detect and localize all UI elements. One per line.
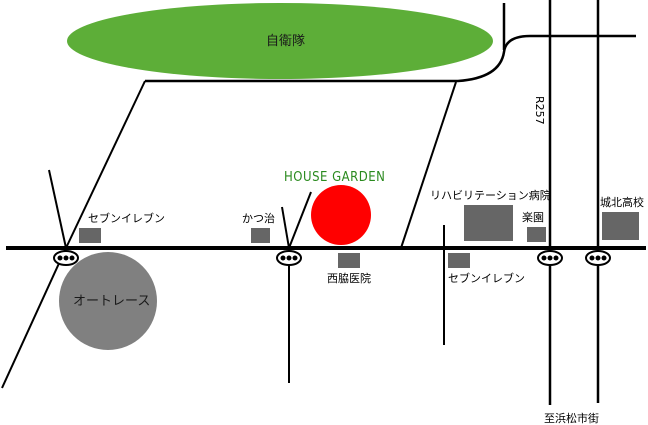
signal-lamp <box>601 255 607 261</box>
road-katsuji-north <box>281 206 290 249</box>
traffic-signal-icon <box>53 250 79 266</box>
signal-lamp <box>280 255 286 261</box>
signal-lamp <box>286 255 292 261</box>
road-r257-label: R257 <box>533 96 546 125</box>
road-diagonal-east <box>400 81 457 249</box>
seven-eleven-east-label: セブンイレブン <box>448 272 525 285</box>
direction-label: 至浜松市街 <box>544 412 599 425</box>
johoku-high-label: 城北高校 <box>600 196 644 209</box>
building-rakuen <box>527 227 546 242</box>
house-garden-title[interactable]: HOUSE GARDEN <box>284 170 386 185</box>
signal-lamp <box>57 255 63 261</box>
signal-lamp <box>69 255 75 261</box>
building-rehab-hospital <box>464 205 513 241</box>
katsuji-label: かつ治 <box>242 212 275 225</box>
signal-lamp <box>595 255 601 261</box>
signal-lamp <box>547 255 553 261</box>
rehab-hospital-label: リハビリテーション病院 <box>430 189 551 202</box>
rakuen-label: 楽園 <box>522 211 544 224</box>
nishiwaki-clinic-label: 西脇医院 <box>327 272 371 285</box>
race-track-area <box>59 252 157 350</box>
signal-lamp <box>553 255 559 261</box>
building-johoku-high <box>602 212 639 240</box>
signal-lamp <box>589 255 595 261</box>
signal-lamp <box>292 255 298 261</box>
traffic-signal-icon <box>537 250 563 266</box>
road-garden-north <box>288 191 312 249</box>
park-label: 自衛隊 <box>266 34 306 49</box>
house-garden-marker[interactable] <box>311 185 371 245</box>
building-seven-eleven-west <box>79 228 101 243</box>
road-diagonal-southwest <box>1 247 67 389</box>
traffic-signal-icon <box>585 250 611 266</box>
park-area <box>67 3 493 79</box>
road-diagonal-west <box>65 80 146 249</box>
building-seven-eleven-east <box>448 253 470 268</box>
building-katsuji <box>251 228 270 243</box>
road-north <box>145 34 636 83</box>
building-nishiwaki-clinic <box>338 253 360 268</box>
signal-lamp <box>541 255 547 261</box>
road-diagonal-north-stub <box>48 169 67 249</box>
signal-lamp <box>63 255 69 261</box>
race-track-label: オートレース <box>73 294 151 309</box>
seven-eleven-west-label: セブンイレブン <box>88 212 165 225</box>
traffic-signal-icon <box>276 250 302 266</box>
